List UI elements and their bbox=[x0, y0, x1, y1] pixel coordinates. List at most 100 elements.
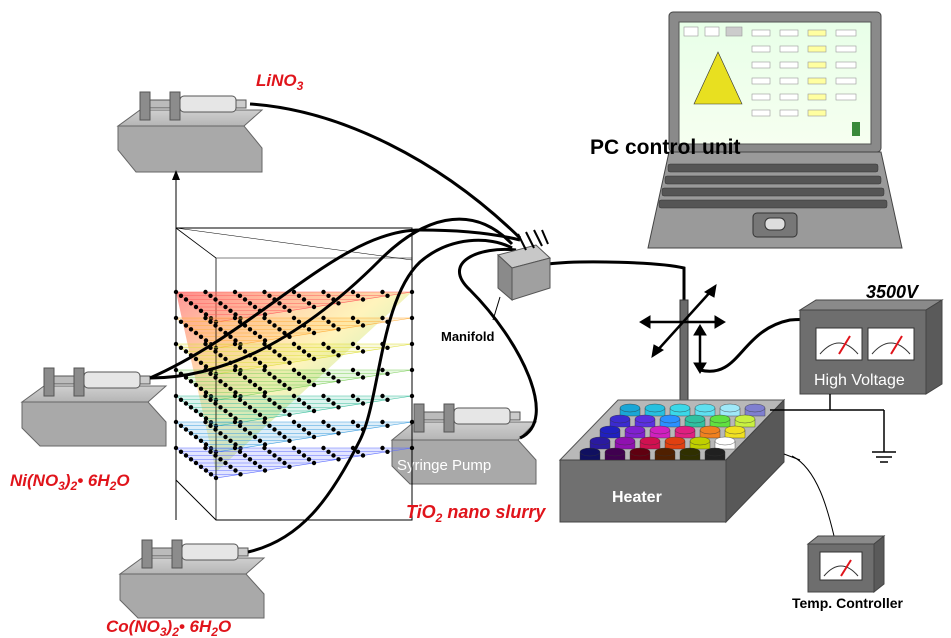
lattice-point bbox=[355, 423, 361, 428]
pc-control-label: PC control unit bbox=[590, 136, 741, 159]
lattice-points bbox=[173, 289, 415, 481]
lattice-point bbox=[178, 397, 184, 402]
lattice-point bbox=[228, 464, 233, 469]
lattice-point bbox=[228, 386, 233, 391]
co-nitrate-label: Co(NO3)2• 6H2O bbox=[106, 617, 231, 638]
lattice-point bbox=[208, 449, 213, 454]
lattice-point bbox=[321, 445, 326, 451]
lattice-point bbox=[178, 319, 184, 324]
lattice-point bbox=[262, 338, 268, 343]
lattice-point bbox=[183, 349, 189, 354]
lattice-point bbox=[232, 419, 238, 425]
lattice-point bbox=[301, 453, 307, 458]
lattice-point bbox=[203, 393, 208, 399]
lattice-point bbox=[183, 297, 189, 302]
lattice-point bbox=[311, 460, 317, 466]
lattice-point bbox=[336, 353, 341, 358]
lattice-point bbox=[282, 382, 287, 388]
lattice-point bbox=[203, 416, 209, 421]
lattice-point bbox=[193, 382, 199, 388]
lattice-point bbox=[306, 301, 312, 306]
lattice-point bbox=[237, 423, 243, 428]
heater-label: Heater bbox=[612, 489, 662, 506]
lattice-point bbox=[203, 364, 209, 369]
lattice-point bbox=[277, 353, 282, 358]
lattice-point bbox=[188, 301, 194, 306]
lattice-point bbox=[331, 427, 336, 432]
lattice-point bbox=[311, 408, 317, 414]
well-top bbox=[669, 403, 691, 413]
lattice-point bbox=[336, 405, 341, 410]
lattice-point bbox=[385, 423, 390, 428]
lattice-point bbox=[183, 401, 189, 406]
well-top bbox=[659, 414, 681, 424]
lattice-point bbox=[242, 401, 248, 406]
lattice-point bbox=[247, 431, 253, 436]
lattice-point bbox=[178, 423, 184, 428]
syringe-pump-tio2 bbox=[390, 403, 538, 485]
lattice-point bbox=[233, 338, 238, 343]
high-voltage-label: High Voltage bbox=[814, 372, 905, 389]
lattice-point bbox=[360, 323, 366, 328]
lattice-point bbox=[193, 460, 199, 466]
lattice-point bbox=[311, 356, 317, 362]
lattice-point bbox=[213, 323, 218, 328]
lattice-point bbox=[321, 419, 326, 425]
lattice-point bbox=[380, 289, 385, 295]
well-top bbox=[644, 403, 666, 413]
lattice-point bbox=[208, 319, 213, 324]
well-top bbox=[744, 403, 766, 413]
well-top bbox=[674, 425, 696, 435]
temp-controller bbox=[806, 534, 886, 594]
lattice-point bbox=[321, 367, 326, 373]
lattice-point bbox=[257, 438, 263, 443]
well-top bbox=[694, 403, 716, 413]
lattice-point bbox=[252, 460, 258, 466]
lattice-point bbox=[350, 419, 356, 425]
manifold-label: Manifold bbox=[441, 329, 494, 344]
well-top bbox=[639, 436, 661, 446]
lattice-point bbox=[213, 427, 218, 432]
lattice-point bbox=[272, 453, 277, 458]
lattice-point bbox=[233, 468, 238, 473]
lattice-point bbox=[198, 308, 204, 313]
tubing bbox=[149, 102, 827, 554]
manifold bbox=[496, 229, 552, 302]
lattice-point bbox=[296, 293, 302, 298]
well-top bbox=[664, 436, 686, 446]
lattice-point bbox=[385, 371, 390, 376]
lattice-point bbox=[291, 367, 297, 373]
lattice-point bbox=[267, 371, 272, 376]
lattice-point bbox=[237, 319, 243, 324]
voltage-meter-1 bbox=[815, 327, 863, 361]
tio2-slurry-label: TiO2 nano slurry bbox=[406, 502, 546, 525]
well-top bbox=[614, 436, 636, 446]
well-top bbox=[689, 436, 711, 446]
syringe-pump-lino3 bbox=[116, 91, 264, 173]
lattice-point bbox=[296, 345, 302, 350]
lattice-point bbox=[291, 419, 297, 425]
lattice-point bbox=[301, 375, 307, 380]
lattice-point bbox=[326, 371, 331, 376]
lattice-point bbox=[188, 405, 194, 410]
lattice-point bbox=[262, 364, 268, 369]
lattice-point bbox=[223, 460, 228, 466]
lattice-point bbox=[262, 367, 267, 373]
lattice-point bbox=[178, 293, 184, 298]
syringe-pump-co bbox=[118, 539, 266, 619]
manifold-pointer bbox=[492, 296, 501, 321]
lattice-point bbox=[213, 401, 218, 406]
lattice-point bbox=[321, 393, 326, 399]
lattice-point bbox=[360, 453, 366, 458]
lattice-point bbox=[232, 445, 238, 451]
lattice-point bbox=[262, 468, 268, 473]
lattice-point bbox=[247, 457, 253, 462]
well-top bbox=[684, 414, 706, 424]
lattice-point bbox=[257, 464, 263, 469]
well-top bbox=[649, 425, 671, 435]
lattice-point bbox=[355, 319, 361, 324]
lattice-point bbox=[326, 397, 331, 402]
lattice-point bbox=[213, 453, 218, 458]
lattice-point bbox=[306, 327, 312, 332]
